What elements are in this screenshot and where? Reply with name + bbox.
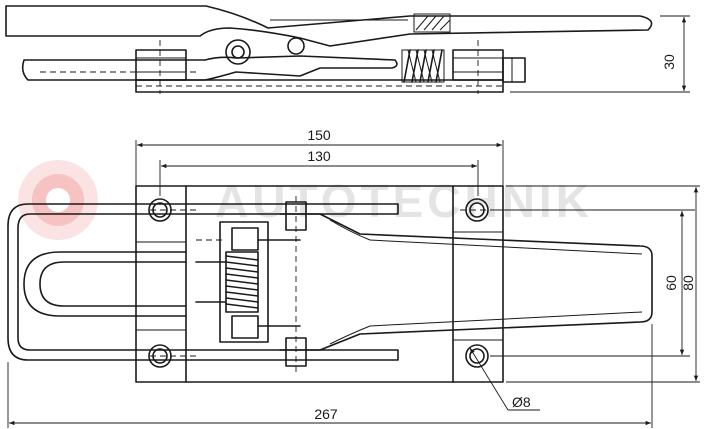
side-hook-pin [502, 57, 526, 83]
dim-hole-diameter: Ø8 [512, 394, 531, 410]
side-view: 30 [5, 5, 690, 94]
side-spring-icon [401, 49, 445, 83]
top-hook-loop [7, 203, 399, 361]
side-hatch [413, 13, 451, 33]
side-latch-arm [21, 55, 398, 81]
dim-hole-distance: 60 [663, 275, 679, 291]
top-right-plate [452, 185, 504, 383]
top-left-plate [135, 185, 187, 383]
dim-total-length: 267 [314, 406, 338, 422]
dim-mount-height: 80 [680, 275, 696, 291]
side-left-mount [135, 49, 187, 81]
side-pivot-icon [225, 39, 251, 65]
top-lever-handle [279, 213, 653, 351]
dim-mount-width: 150 [307, 127, 331, 143]
top-spring-icon [195, 221, 301, 343]
top-hook-inner [23, 251, 187, 317]
watermark-text: AUTOTECHNIK [215, 175, 593, 227]
top-view: 150 130 [7, 127, 700, 428]
watermark: AUTOTECHNIK [18, 160, 593, 240]
side-lever [5, 5, 653, 47]
dim-hole-spacing: 130 [307, 148, 331, 164]
dim-side-height: 30 [661, 54, 677, 70]
side-pin-icon [287, 37, 305, 55]
